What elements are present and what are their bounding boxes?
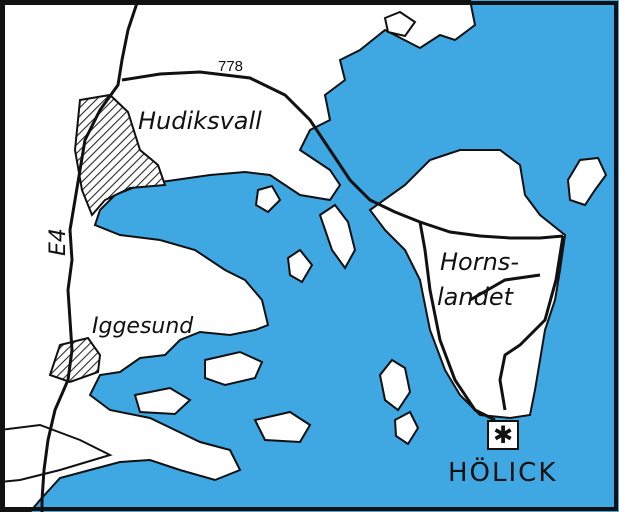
road-hornslandet-link: [469, 273, 541, 302]
land-island-6: [286, 248, 314, 284]
land-island-9: [253, 410, 312, 444]
land-island-5: [254, 184, 282, 214]
road-label-e4: E4: [46, 228, 71, 256]
label-hornslandet-line1: Horns-: [440, 248, 519, 276]
label-hudiksvall: Hudiksvall: [138, 107, 262, 135]
holick-marker[interactable]: ✱: [487, 420, 519, 450]
town-iggesund: [48, 336, 102, 384]
land-hornslandet: [368, 149, 567, 420]
asterisk-icon: ✱: [492, 421, 514, 449]
label-iggesund: Iggesund: [92, 314, 194, 339]
land-island-1: [383, 10, 417, 38]
land-island-3: [378, 358, 412, 412]
land-island-2: [566, 156, 608, 207]
town-hudiksvall: [73, 93, 167, 217]
road-label-778: 778: [218, 58, 244, 75]
road-hornslandet-east: [498, 235, 565, 411]
land-island-7: [204, 350, 264, 387]
road-e4: [40, 0, 140, 512]
road-hornslandet-west: [418, 221, 496, 422]
land-island-10: [318, 203, 357, 270]
road-778: [121, 70, 564, 240]
land-island-8: [133, 386, 192, 416]
land-island-4: [393, 410, 420, 446]
label-hornslandet-line2: landet: [437, 283, 513, 311]
label-holick: HÖLICK: [448, 458, 558, 488]
